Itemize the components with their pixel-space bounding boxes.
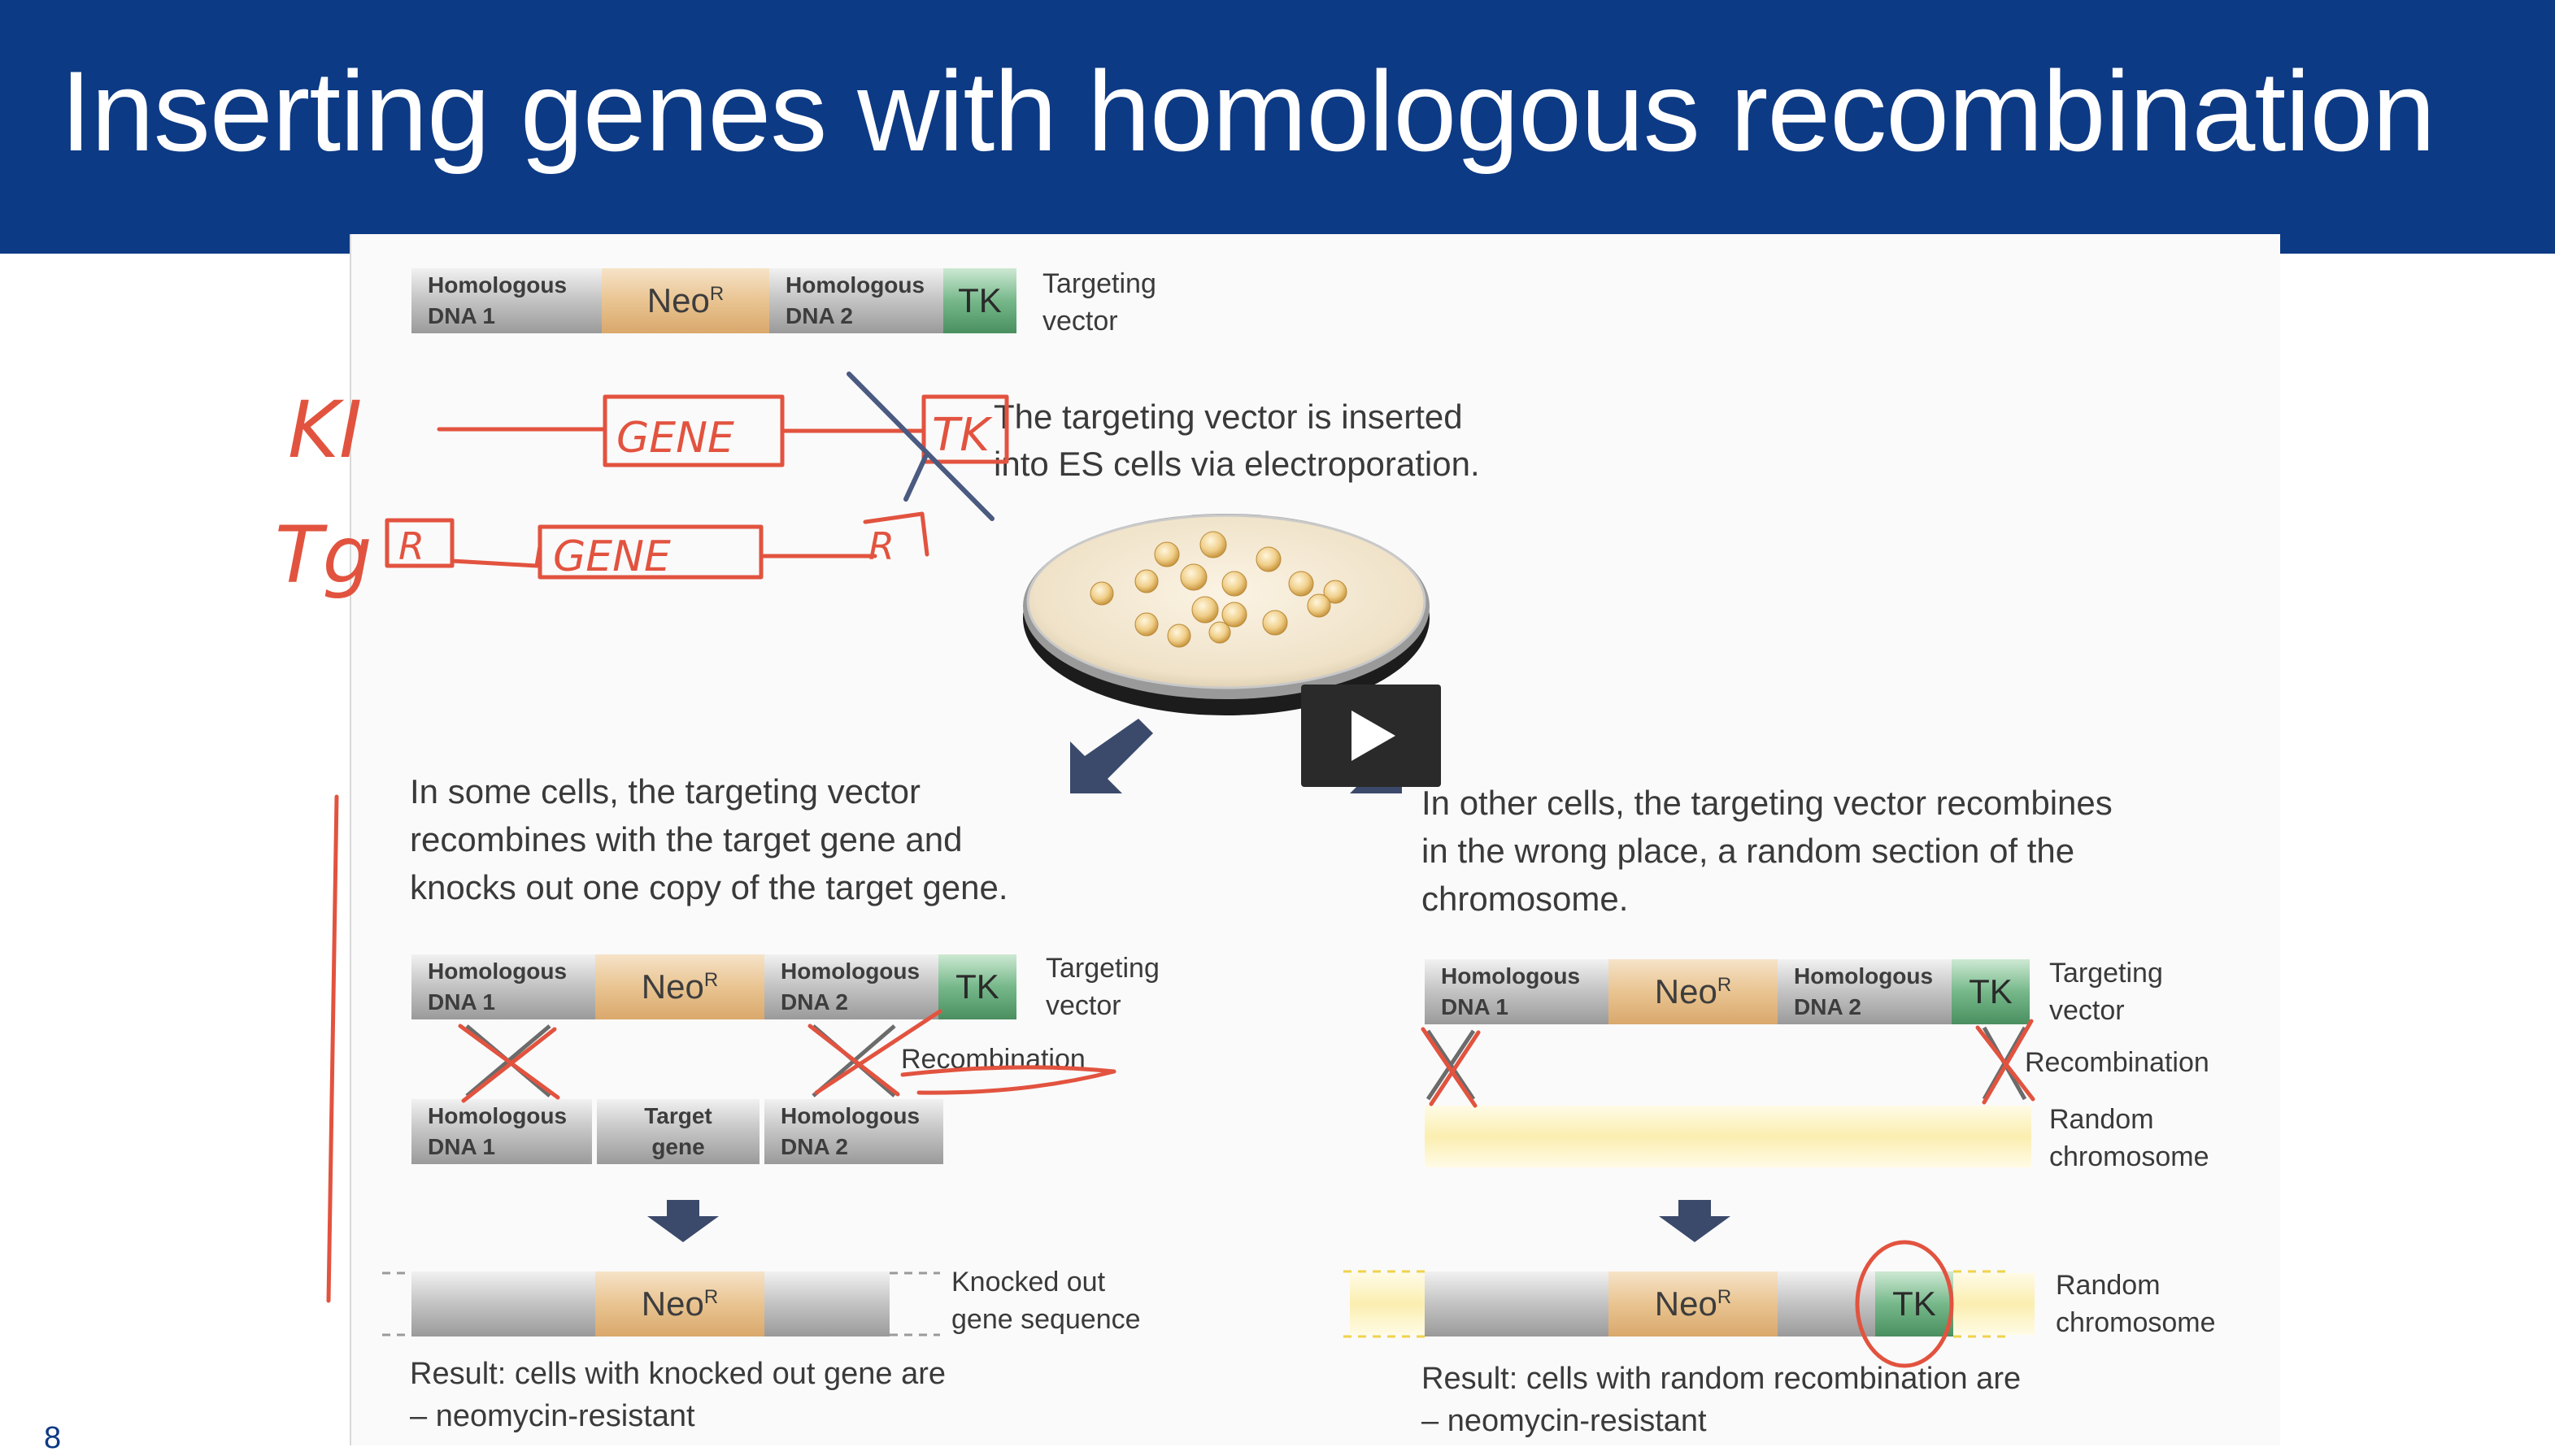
right-result-text: Result: cells with random recombination … — [1421, 1362, 2022, 1438]
petri-dish-illustration — [1023, 514, 1430, 715]
homologous-dna-1-line1: Homologous — [428, 272, 568, 298]
random-chromosome-right-end — [1953, 1273, 2035, 1335]
neo-label: NeoR — [646, 281, 725, 319]
homologous-dna-2-line2: DNA 2 — [786, 303, 853, 328]
neo-segment: NeoR — [602, 268, 769, 333]
knocked-out-gray-left — [411, 1271, 595, 1336]
left-homologous-dna-2-segment: Homologous DNA 2 — [764, 954, 938, 1019]
knocked-out-neo-segment: NeoR — [595, 1271, 764, 1336]
random-neo-segment: NeoR — [1608, 1271, 1778, 1336]
insertion-description: The targeting vector is inserted into ES… — [994, 398, 1480, 483]
knocked-out-label: Knocked out gene sequence — [951, 1267, 1141, 1335]
tk-label: TK — [958, 281, 1002, 319]
video-play-button[interactable] — [1301, 685, 1441, 787]
right-branch-description: In other cells, the targeting vector rec… — [1421, 784, 2113, 918]
homologous-dna-2-segment: Homologous DNA 2 — [769, 268, 943, 333]
random-chromosome-label: Random chromosome — [2049, 1104, 2209, 1172]
target-gene-segment: Target gene — [597, 1099, 760, 1164]
left-result-text: Result: cells with knocked out gene are … — [410, 1357, 947, 1433]
play-icon — [1351, 711, 1395, 761]
random-chromosome-left-end — [1350, 1273, 1425, 1335]
random-chromosome-label-2: Random chromosome — [2056, 1270, 2216, 1338]
homologous-dna-1-segment: Homologous DNA 1 — [411, 268, 602, 333]
random-gray-right — [1778, 1271, 1875, 1336]
left-homologous-dna-1-segment: Homologous DNA 1 — [411, 954, 595, 1019]
homologous-dna-1-line2: DNA 1 — [428, 303, 495, 328]
right-homologous-dna-1-segment: Homologous DNA 1 — [1425, 959, 1608, 1024]
right-neo-segment: NeoR — [1608, 959, 1778, 1024]
target-homologous-dna-2-segment: Homologous DNA 2 — [764, 1099, 943, 1164]
random-tk-segment: TK — [1875, 1271, 1953, 1336]
homologous-dna-2-line1: Homologous — [786, 272, 925, 298]
slide-title: Inserting genes with homologous recombin… — [60, 47, 2435, 175]
right-homologous-dna-2-segment: Homologous DNA 2 — [1778, 959, 1952, 1024]
left-tk-segment: TK — [938, 954, 1016, 1019]
slide-header: Inserting genes with homologous recombin… — [0, 0, 2555, 254]
knocked-out-gray-right — [764, 1271, 890, 1336]
left-neo-segment: NeoR — [595, 954, 764, 1019]
left-targeting-vector-label: Targeting vector — [1046, 953, 1160, 1021]
target-homologous-dna-1-segment: Homologous DNA 1 — [411, 1099, 592, 1164]
random-gray-left — [1425, 1271, 1608, 1336]
targeting-vector-label: Targeting vector — [1042, 268, 1156, 337]
right-targeting-vector-label: Targeting vector — [2049, 958, 2163, 1026]
right-recombination-label: Recombination — [2025, 1047, 2209, 1078]
left-recombination-label: Recombination — [901, 1044, 1086, 1075]
tk-segment: TK — [943, 268, 1016, 333]
random-chromosome-bar — [1425, 1106, 2031, 1167]
slide-number: 8 — [44, 1421, 62, 1455]
right-tk-segment: TK — [1952, 959, 2030, 1024]
left-branch-description: In some cells, the targeting vector reco… — [410, 772, 1008, 906]
